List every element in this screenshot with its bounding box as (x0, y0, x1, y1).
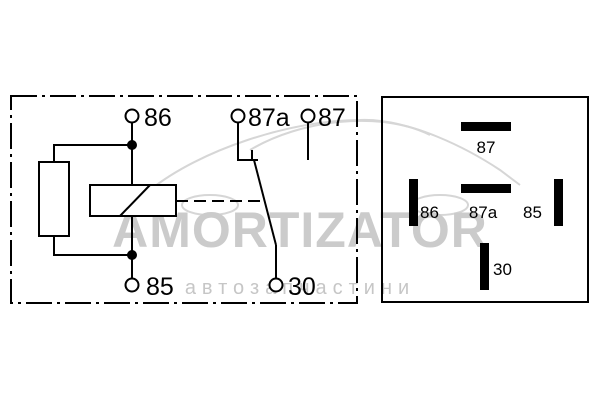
resistor-wire-bottom (53, 236, 132, 256)
switch-arm (253, 159, 277, 246)
pin-85-blade (554, 179, 563, 226)
watermark-car-icon (149, 118, 521, 216)
terminal-30-label: 30 (288, 273, 316, 301)
schematic-panel: 86 85 87a 87 30 (10, 95, 358, 304)
pin-87-label: 87 (477, 138, 496, 157)
terminal-86-label: 86 (144, 104, 172, 132)
terminal-87-label: 87 (318, 104, 346, 132)
pin-87a-blade (461, 184, 511, 193)
terminal-86-ring (124, 108, 140, 124)
pin-86-blade (409, 179, 418, 226)
pinout-border (381, 96, 589, 303)
terminal-85-label: 85 (146, 273, 174, 301)
terminal-85-ring (124, 277, 140, 293)
terminal-87-ring (300, 108, 316, 124)
terminal-30-ring (268, 277, 284, 293)
terminal-87a-label: 87a (248, 104, 290, 132)
pin-87-blade (461, 122, 511, 131)
schematic-border (10, 95, 358, 304)
pin-30-blade (480, 243, 489, 290)
resistor-wire-top (53, 144, 132, 162)
pin-87a-label: 87a (469, 203, 498, 222)
pinout-panel: 87 87a 86 85 30 (381, 96, 589, 303)
resistor-symbol (38, 161, 70, 237)
terminal-87a-ring (230, 108, 246, 124)
pin-30-label: 30 (493, 260, 512, 279)
watermark-tagline: автозапчастини (185, 277, 415, 299)
pin-86-label: 86 (420, 203, 439, 222)
junction-dot-bottom (127, 250, 137, 260)
junction-dot-top (127, 140, 137, 150)
coil-symbol (89, 184, 177, 217)
pin-85-label: 85 (523, 203, 542, 222)
coil-diagonal (119, 184, 151, 217)
